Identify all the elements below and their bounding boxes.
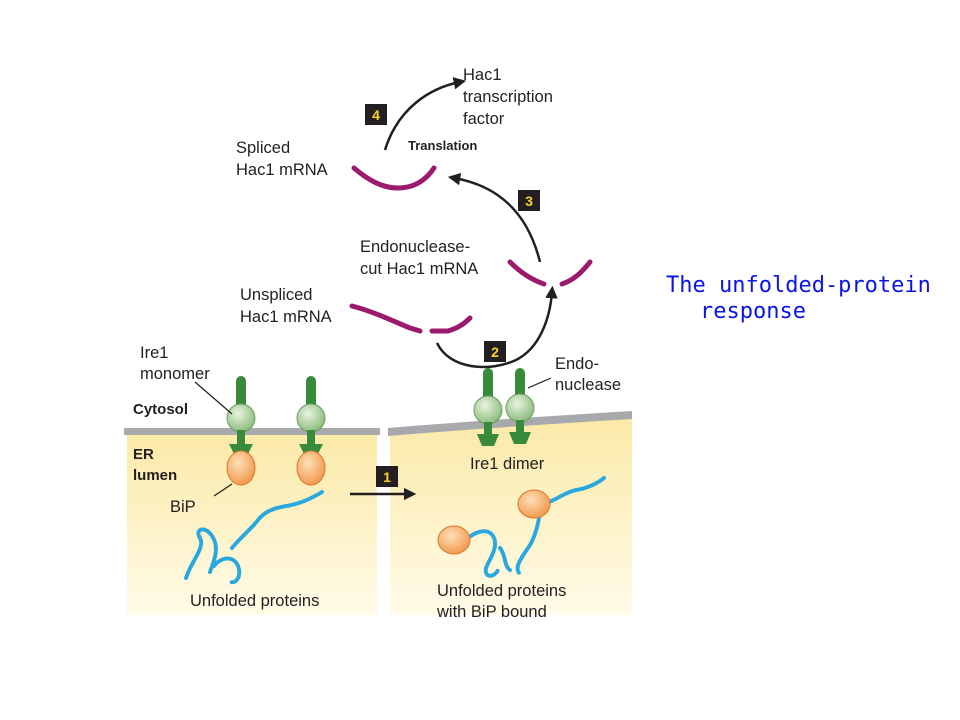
caption-title: The unfolded-protein	[666, 273, 931, 298]
er-lumen-left	[124, 428, 380, 615]
label-spliced-mrna: Hac1 mRNA	[236, 161, 328, 179]
svg-text:4: 4	[372, 107, 380, 123]
label-unspliced-mrna: Unspliced	[240, 286, 312, 304]
label-spliced-mrna: Spliced	[236, 139, 290, 157]
arrows	[350, 77, 558, 501]
unfolded-protein-bip-bound	[437, 476, 606, 578]
label-cytosol: Cytosol	[133, 401, 188, 418]
bip-protein	[226, 450, 256, 486]
er-lumen-right	[388, 411, 632, 615]
endonuclease-cut-hac1-mrna-left	[507, 259, 547, 287]
svg-text:2: 2	[491, 344, 499, 360]
leader-lines	[194, 377, 552, 497]
bip-protein	[296, 450, 326, 486]
arrow-step-4	[383, 77, 467, 151]
label-bip: BiP	[170, 498, 196, 516]
label-hac1-transcription-factor: transcription	[463, 88, 553, 106]
label-er-lumen: ER	[133, 446, 154, 463]
unspliced-hac1-mrna	[349, 303, 473, 334]
ire1-monomer	[296, 376, 326, 456]
arrow-step-3	[447, 172, 542, 263]
ire1-monomer	[226, 376, 256, 456]
step-3-badge: 3	[518, 190, 540, 211]
label-unfolded-proteins: Unfolded proteins	[190, 592, 319, 610]
label-er-lumen: lumen	[133, 467, 177, 484]
label-endonuclease: Endo-	[555, 355, 599, 373]
label-unfolded-proteins-bip-bound: Unfolded proteins	[437, 582, 566, 600]
caption-title: response	[700, 299, 806, 324]
label-hac1-transcription-factor: Hac1	[463, 66, 502, 84]
label-ire1-monomer: Ire1	[140, 344, 168, 362]
svg-text:1: 1	[383, 469, 391, 485]
label-endonuclease: nuclease	[555, 376, 621, 394]
label-endonuclease-cut-mrna: Endonuclease-	[360, 238, 470, 256]
label-translation: Translation	[408, 138, 477, 153]
unfolded-protein	[184, 490, 324, 585]
spliced-hac1-mrna	[351, 165, 437, 191]
label-hac1-transcription-factor: factor	[463, 110, 505, 128]
label-unfolded-proteins-bip-bound: with BiP bound	[436, 603, 547, 621]
step-4-badge: 4	[365, 104, 387, 125]
svg-text:3: 3	[525, 193, 533, 209]
label-unspliced-mrna: Hac1 mRNA	[240, 308, 332, 326]
label-ire1-monomer: monomer	[140, 365, 210, 383]
arrow-step-2	[435, 285, 558, 369]
ire1-dimer	[473, 368, 535, 446]
endonuclease-cut-hac1-mrna-right	[559, 259, 593, 287]
label-endonuclease-cut-mrna: cut Hac1 mRNA	[360, 260, 478, 278]
step-1-badge: 1	[376, 466, 398, 487]
label-ire1-dimer: Ire1 dimer	[470, 455, 545, 473]
step-2-badge: 2	[484, 341, 506, 362]
